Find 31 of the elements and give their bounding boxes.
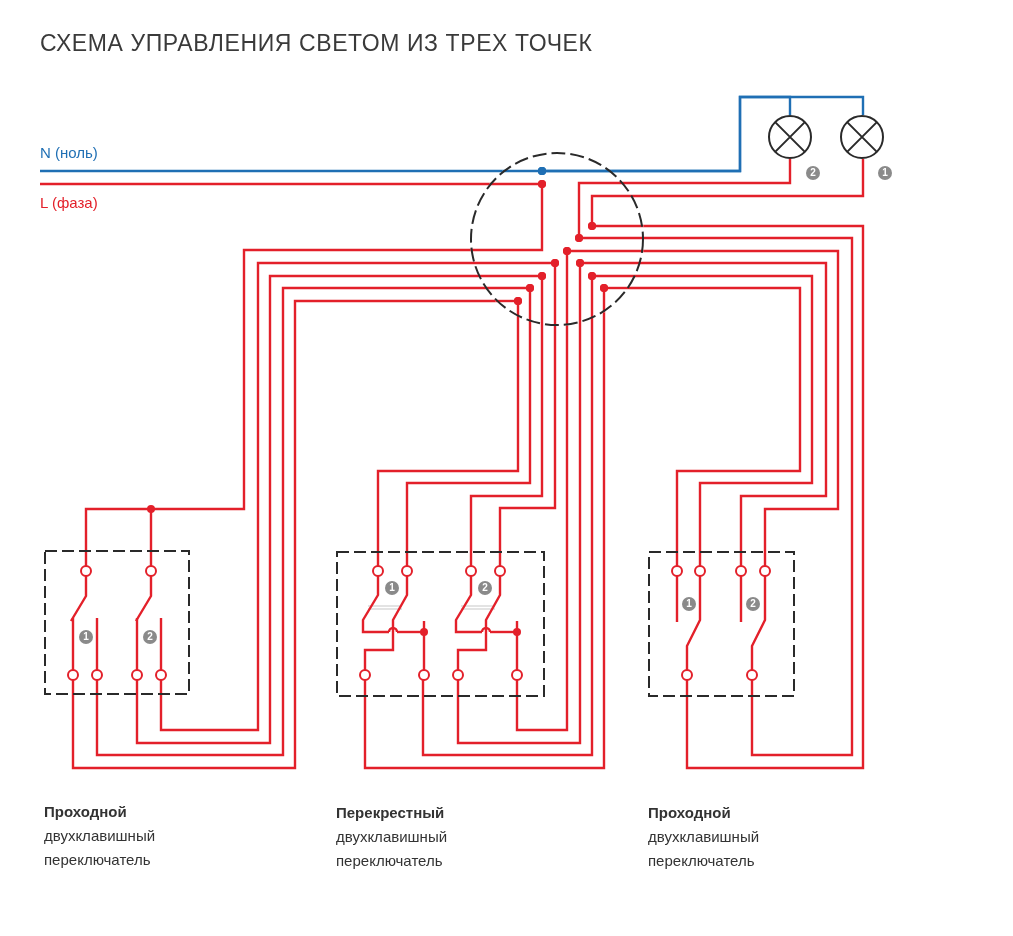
wire (363, 312, 606, 770)
wire (149, 248, 471, 550)
wire (633, 159, 865, 198)
switch-description: двухклавишный переключатель (44, 826, 157, 870)
wire-label: L (фаза) (40, 194, 98, 211)
wire (456, 323, 582, 745)
wire (611, 95, 865, 173)
wire (40, 169, 503, 173)
switch-title: Перекрестный (336, 803, 446, 823)
wire (498, 326, 557, 551)
switch-title: Проходной (648, 803, 732, 823)
wire (469, 325, 544, 551)
wire (40, 182, 490, 186)
wire (405, 322, 532, 551)
wire (624, 159, 792, 185)
diagram-title: СХЕМА УПРАВЛЕНИЯ СВЕТОМ ИЗ ТРЕХ ТОЧЕК (40, 30, 593, 57)
callout-number: 1 (79, 630, 93, 644)
lamp-number: 1 (878, 166, 892, 180)
lamp-number: 2 (806, 166, 820, 180)
wire (515, 325, 569, 732)
callout-number: 1 (682, 597, 696, 611)
callout-number: 2 (746, 597, 760, 611)
callout-number: 1 (385, 581, 399, 595)
switch-description: двухклавишный переключатель (648, 827, 761, 871)
callout-number: 2 (478, 581, 492, 595)
switch-description: двухклавишный переключатель (336, 827, 449, 871)
switch-title: Проходной (44, 802, 128, 822)
wire (376, 317, 520, 551)
callout-number: 2 (143, 630, 157, 644)
wire-label: N (ноль) (40, 144, 98, 161)
wire (421, 319, 594, 757)
